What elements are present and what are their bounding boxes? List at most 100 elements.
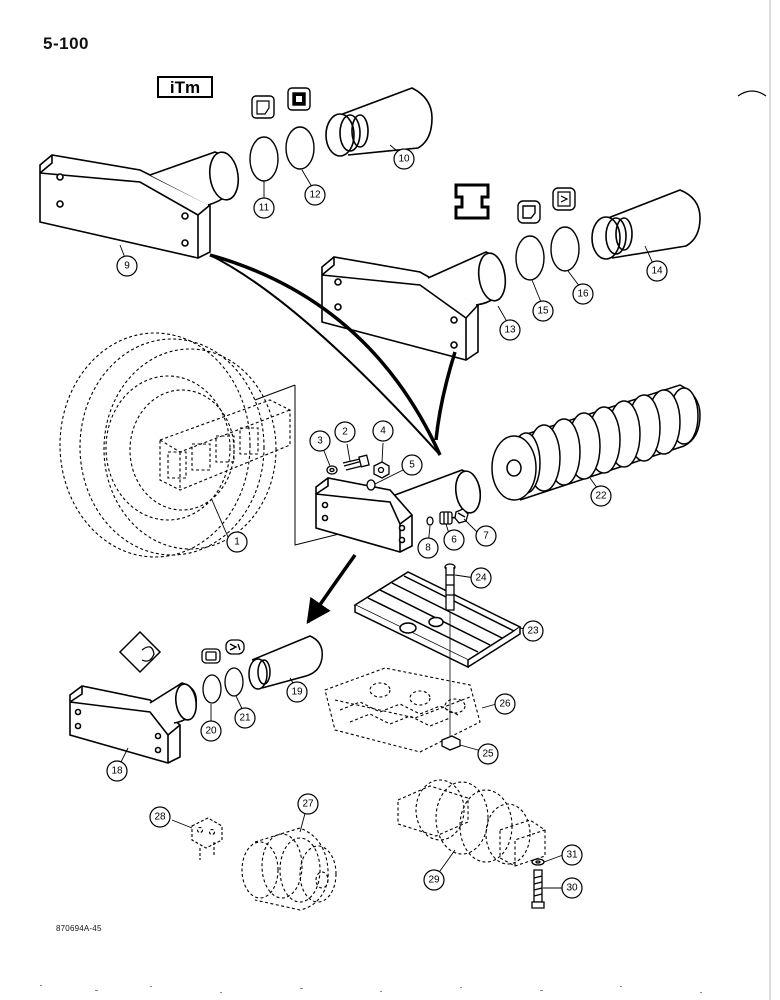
pointer-line-9 bbox=[209, 253, 442, 456]
fitting-6 bbox=[439, 511, 453, 525]
recoil-spring-22 bbox=[491, 384, 701, 501]
idler-yoke-13 bbox=[321, 251, 507, 361]
callout-18: 18 bbox=[106, 760, 128, 782]
callout-label: 13 bbox=[504, 325, 516, 336]
callout-2: 2 bbox=[334, 421, 356, 443]
callout-7: 7 bbox=[475, 525, 497, 547]
bolt-24 bbox=[444, 563, 456, 611]
pointer-line-18 bbox=[306, 553, 357, 625]
callout-label: 30 bbox=[566, 883, 578, 894]
inset-link bbox=[254, 384, 296, 401]
callout-13: 13 bbox=[499, 319, 521, 341]
ring-5 bbox=[366, 479, 376, 491]
callout-9: 9 bbox=[116, 255, 138, 277]
pointer-line-13 bbox=[434, 351, 457, 441]
callout-label: 2 bbox=[342, 427, 348, 438]
callout-19: 19 bbox=[286, 681, 308, 703]
seal-ring-20 bbox=[201, 648, 222, 704]
callout-label: 16 bbox=[577, 289, 589, 300]
callout-16: 16 bbox=[572, 283, 594, 305]
callout-4: 4 bbox=[372, 420, 394, 442]
callout-26: 26 bbox=[494, 693, 516, 715]
callout-14: 14 bbox=[646, 260, 668, 282]
callout-label: 20 bbox=[205, 726, 217, 737]
callout-27: 27 bbox=[297, 793, 319, 815]
callout-label: 28 bbox=[154, 812, 166, 823]
callout-label: 22 bbox=[595, 491, 607, 502]
corner-mark bbox=[737, 90, 767, 97]
washer-31 bbox=[531, 858, 545, 866]
seal-ring-12 bbox=[285, 87, 315, 170]
washer-8 bbox=[426, 516, 434, 526]
callout-label: 8 bbox=[425, 543, 431, 554]
idler-yoke-18 bbox=[69, 682, 198, 764]
callout-label: 15 bbox=[537, 306, 549, 317]
nut-25 bbox=[441, 735, 461, 751]
callout-label: 29 bbox=[428, 875, 440, 886]
callout-25: 25 bbox=[477, 743, 499, 765]
callout-5: 5 bbox=[401, 454, 423, 476]
callout-22: 22 bbox=[590, 485, 612, 507]
callout-31: 31 bbox=[561, 844, 583, 866]
h-section-symbol-icon bbox=[454, 183, 490, 220]
callout-21: 21 bbox=[234, 707, 256, 729]
callout-10: 10 bbox=[393, 148, 415, 170]
callout-30: 30 bbox=[561, 877, 583, 899]
idler-yoke-9 bbox=[39, 151, 240, 259]
pin-10 bbox=[325, 87, 433, 157]
callout-label: 6 bbox=[451, 535, 457, 546]
itm-logo-text: iTm bbox=[170, 78, 200, 97]
scan-noise bbox=[40, 985, 702, 993]
page-number: 5-100 bbox=[43, 34, 89, 53]
callout-label: 10 bbox=[398, 154, 410, 165]
idler-wheel-1 bbox=[59, 332, 277, 558]
figure-code: 870694A-45 bbox=[56, 924, 102, 933]
callout-15: 15 bbox=[532, 300, 554, 322]
callout-28: 28 bbox=[149, 806, 171, 828]
pin-19 bbox=[248, 635, 323, 690]
roller-27 bbox=[241, 827, 337, 911]
callout-label: 21 bbox=[239, 713, 251, 724]
callout-3: 3 bbox=[309, 430, 331, 452]
callout-label: 12 bbox=[309, 190, 321, 201]
bolt-2 bbox=[342, 454, 370, 471]
seal-ring-21 bbox=[224, 639, 245, 697]
seal-z-profile-icon bbox=[557, 191, 571, 207]
callout-8: 8 bbox=[417, 537, 439, 559]
inset-bracket bbox=[294, 385, 356, 546]
callout-label: 14 bbox=[651, 266, 663, 277]
callout-6: 6 bbox=[443, 529, 465, 551]
bracket-28 bbox=[191, 817, 223, 860]
pin-14 bbox=[591, 189, 701, 260]
bolt-30 bbox=[531, 869, 545, 909]
seal-profile-icon bbox=[256, 100, 270, 115]
callout-label: 19 bbox=[291, 687, 303, 698]
callout-label: 1 bbox=[234, 537, 240, 548]
idler-yoke-assembly bbox=[315, 469, 482, 553]
pointer-line-9b bbox=[209, 254, 441, 456]
washer-3 bbox=[326, 465, 338, 475]
callout-label: 7 bbox=[483, 531, 489, 542]
callout-label: 25 bbox=[482, 749, 494, 760]
track-link-26 bbox=[324, 667, 481, 753]
track-roller-29 bbox=[397, 779, 546, 867]
callout-label: 9 bbox=[124, 261, 130, 272]
callout-label: 3 bbox=[317, 436, 323, 447]
track-shoe-23 bbox=[353, 571, 522, 669]
callout-label: 27 bbox=[302, 799, 314, 810]
callout-label: 26 bbox=[499, 699, 511, 710]
callout-12: 12 bbox=[304, 184, 326, 206]
callout-23: 23 bbox=[522, 620, 544, 642]
callout-label: 31 bbox=[566, 850, 578, 861]
callout-label: 18 bbox=[111, 766, 123, 777]
callout-label: 11 bbox=[259, 203, 270, 214]
nut-4 bbox=[373, 461, 390, 479]
seal-ring-15 bbox=[515, 200, 545, 281]
itm-logo-icon: iTm bbox=[157, 76, 213, 98]
idler-axle-bracket bbox=[159, 399, 291, 491]
diamond-symbol-icon bbox=[118, 630, 162, 674]
callout-label: 5 bbox=[409, 460, 415, 471]
callout-1: 1 bbox=[226, 531, 248, 553]
